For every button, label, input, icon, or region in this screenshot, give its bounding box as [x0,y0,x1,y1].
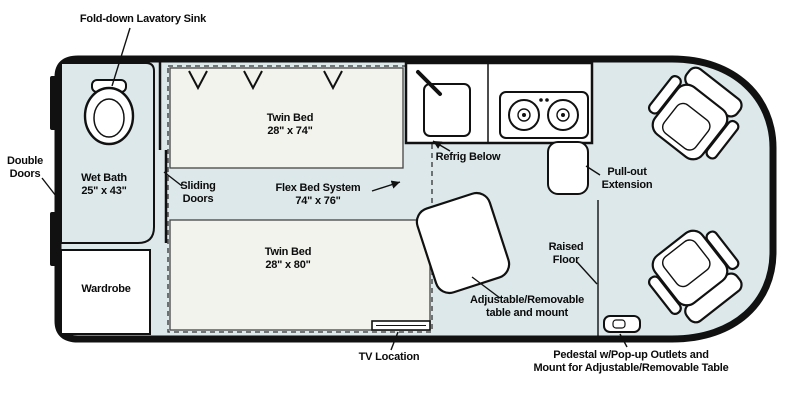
table-pedestal [603,315,641,333]
label-line: Extension [601,179,653,192]
pull-out-extension [547,141,589,195]
flex-bed-dashed-boundary [167,65,433,333]
label-line: Flex Bed System [275,182,361,194]
label-line: Raised [548,241,584,253]
leader-tv [390,331,399,351]
twin-bed-bottom [169,219,431,331]
leader-double-doors [41,177,57,197]
label-fold-down-sink: Fold-down Lavatory Sink [80,13,206,26]
label-line: 28" x 74" [267,125,313,138]
double-door-upper [50,76,60,130]
label-line: Adjustable/Removable [470,294,584,306]
label-line: Sliding [180,180,216,192]
label-pedestal: Pedestal w/Pop-up Outlets and Mount for … [533,349,728,375]
leader-raised-floor [576,261,598,285]
label-line: Doors [9,168,41,181]
label-line: Refrig Below [435,151,501,163]
label-line: 28" x 80" [265,259,311,272]
swivel-seat-front [647,66,743,161]
label-line: Fold-down Lavatory Sink [79,13,207,25]
label-double-doors: Double Doors [7,155,43,181]
label-line: TV Location [358,351,420,363]
leader-sliding-doors [163,171,183,187]
double-door-lower [50,212,60,266]
label-twin-bed-top: Twin Bed 28" x 74" [266,112,314,138]
adjustable-table [415,191,511,295]
label-line: 74" x 76" [295,195,341,208]
label-line: Pedestal w/Pop-up Outlets and [553,349,709,361]
leader-lines [41,27,628,351]
label-line: Mount for Adjustable/Removable Table [533,362,729,375]
label-line: Wet Bath [81,172,127,184]
leader-refrig [432,140,451,152]
label-line: Double [6,155,44,167]
label-line: Twin Bed [264,246,312,258]
leader-pedestal [619,333,628,348]
label-line: table and mount [486,307,568,320]
stove-cooktop [499,91,589,139]
bed-hinge-marks [188,70,343,91]
label-line: Twin Bed [266,112,314,124]
leader-flex-bed [371,180,401,192]
label-twin-bed-bottom: Twin Bed 28" x 80" [264,246,312,272]
label-line: 25" x 43" [81,185,127,198]
kitchen-sink [416,70,471,137]
label-wet-bath: Wet Bath 25" x 43" [81,172,127,198]
label-line: Doors [182,193,214,206]
label-line: Pull-out [607,166,647,178]
label-line: Floor [552,254,580,267]
leader-fold-down-sink [111,27,131,87]
label-raised-floor: Raised Floor [549,241,584,267]
label-refrig-below: Refrig Below [436,151,501,164]
swivel-seat-rear [647,229,743,324]
leader-pull-out [585,165,601,176]
label-line: Wardrobe [81,283,131,295]
label-adjustable-table: Adjustable/Removable table and mount [470,294,584,320]
label-sliding-doors: Sliding Doors [180,180,215,206]
leader-adj-table [471,276,501,299]
label-pull-out: Pull-out Extension [602,166,653,192]
lavatory-sink-fixture [83,79,135,146]
label-flex-bed: Flex Bed System 74" x 76" [275,182,360,208]
label-wardrobe: Wardrobe [81,283,131,296]
twin-bed-top [169,67,404,169]
tv-unit [371,320,431,331]
wardrobe-cabinet [60,249,151,335]
label-tv-location: TV Location [359,351,420,364]
